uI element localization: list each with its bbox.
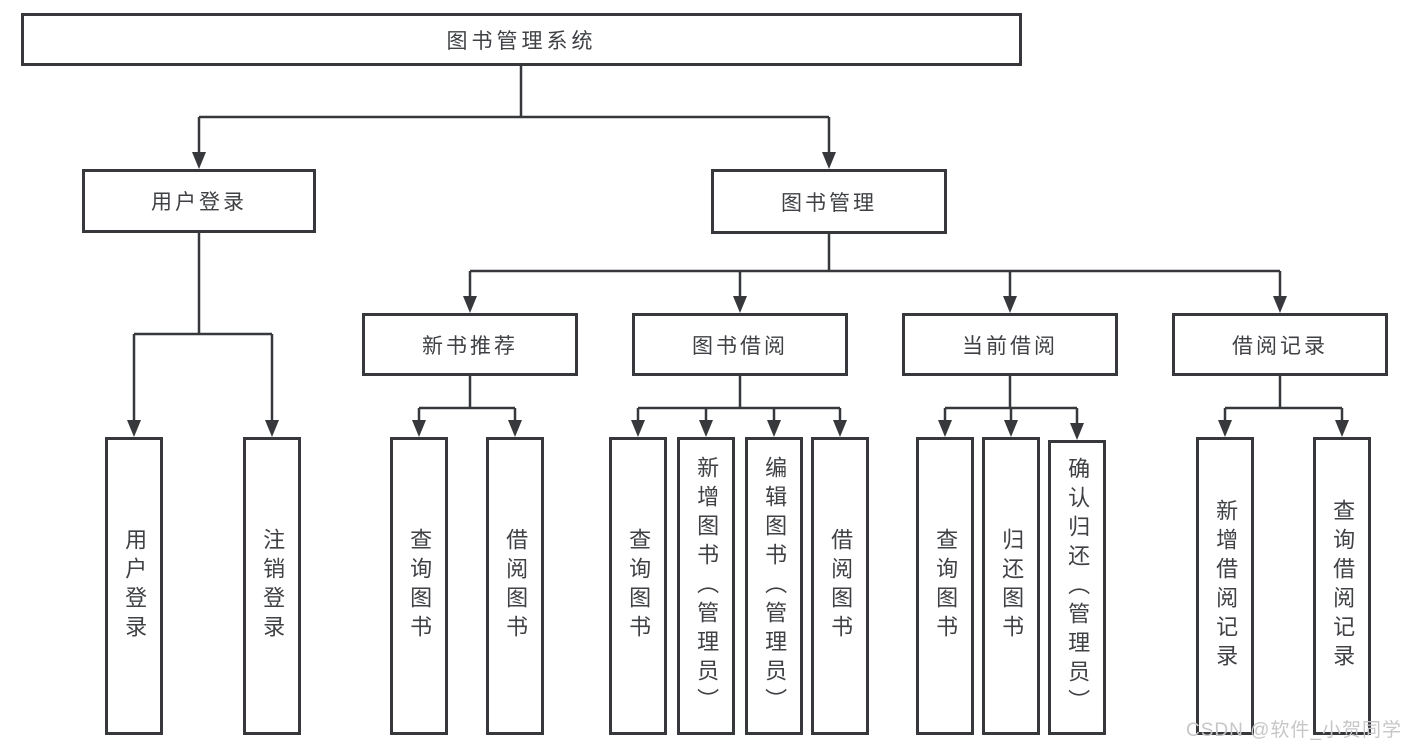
leaf-query-books-borrow: 查询图书 — [609, 437, 667, 735]
connector-book-borrow-leaves — [636, 376, 842, 421]
leaf-label: 注销登录 — [260, 528, 286, 644]
leaf-query-books-recommend: 查询图书 — [390, 437, 448, 735]
leaf-label: 归还图书 — [999, 528, 1025, 644]
leaf-query-books-current: 查询图书 — [916, 437, 974, 735]
leaf-borrow-books-recommend: 借阅图书 — [486, 437, 544, 735]
node-new-book-recommend: 新书推荐 — [362, 313, 578, 376]
connector-root-to-level2 — [197, 66, 831, 153]
node-user-login-group: 用户登录 — [82, 169, 316, 233]
node-label: 新书推荐 — [422, 334, 518, 358]
leaf-label: 确认归还（管理员） — [1065, 457, 1091, 718]
leaf-query-borrow-record: 查询借阅记录 — [1313, 437, 1371, 735]
leaf-label: 新增图书（管理员） — [694, 455, 720, 717]
leaf-add-books-admin: 新增图书（管理员） — [677, 437, 735, 735]
connector-new-books-leaves — [417, 376, 517, 421]
leaf-label: 用户登录 — [122, 528, 148, 644]
leaf-add-borrow-record: 新增借阅记录 — [1196, 437, 1254, 735]
node-label: 图书管理系统 — [446, 29, 597, 53]
leaf-label: 查询借阅记录 — [1330, 499, 1356, 673]
node-label: 借阅记录 — [1232, 334, 1328, 358]
connector-borrow-records-leaves — [1223, 376, 1344, 421]
node-current-borrowing: 当前借阅 — [902, 313, 1118, 376]
leaf-label: 新增借阅记录 — [1213, 499, 1239, 673]
node-book-borrowing: 图书借阅 — [632, 313, 848, 376]
csdn-watermark: CSDN @软件_小贺同学 — [1186, 720, 1402, 741]
leaf-edit-books-admin: 编辑图书（管理员） — [745, 437, 803, 735]
node-label: 用户登录 — [151, 191, 247, 214]
node-book-management: 图书管理 — [711, 169, 947, 234]
node-label: 图书借阅 — [692, 334, 788, 358]
leaf-label: 编辑图书（管理员） — [762, 455, 788, 717]
leaf-return-books: 归还图书 — [982, 437, 1040, 735]
node-label: 图书管理 — [781, 191, 877, 215]
leaf-label: 查询图书 — [626, 528, 652, 644]
node-library-management-system: 图书管理系统 — [21, 13, 1022, 66]
arrowheads — [127, 152, 1349, 440]
node-borrowing-records: 借阅记录 — [1172, 313, 1388, 376]
leaf-confirm-return-admin: 确认归还（管理员） — [1048, 440, 1106, 735]
leaf-label: 借阅图书 — [503, 528, 529, 644]
connector-book-management-level3 — [468, 234, 1282, 297]
leaf-label: 查询图书 — [933, 528, 959, 644]
leaf-borrow-books: 借阅图书 — [811, 437, 869, 735]
node-label: 当前借阅 — [962, 334, 1058, 358]
leaf-logout: 注销登录 — [243, 437, 301, 735]
leaf-label: 借阅图书 — [828, 528, 854, 644]
connector-user-login-leaves — [132, 233, 274, 421]
leaf-user-login: 用户登录 — [105, 437, 163, 735]
connector-current-borrow-leaves — [943, 376, 1079, 424]
leaf-label: 查询图书 — [407, 528, 433, 644]
